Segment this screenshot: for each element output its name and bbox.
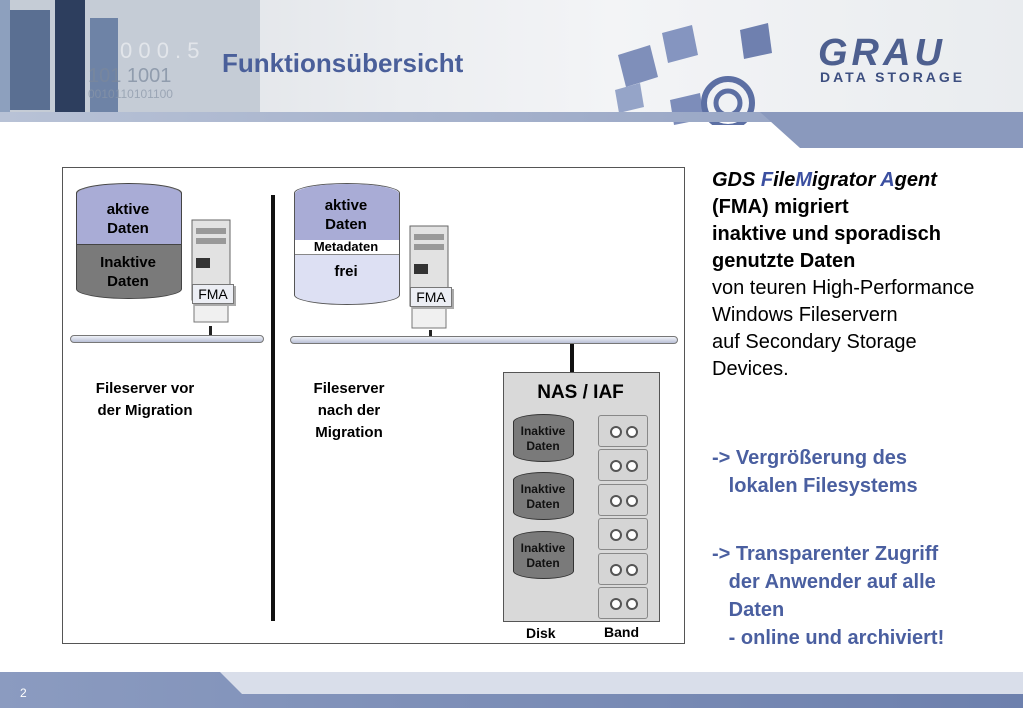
tape-icon [598,553,648,585]
text-line-3: inaktive und sporadisch [712,223,941,245]
label-aktive-daten-before: aktive Daten [106,201,150,237]
network-bar-before [70,335,264,343]
tape-icon [598,484,648,516]
network-bar-after [290,336,678,344]
fma-name-line: GDS FileMigrator Agent [712,167,1023,194]
logo-grau: GRAU [818,32,946,74]
text-gent: gent [894,169,937,191]
svg-text:0 0 0 . 5: 0 0 0 . 5 [120,38,200,63]
active-segment [77,184,181,245]
disk-cylinder-2 [513,472,574,520]
logo-subtitle: DATA STORAGE [820,69,966,85]
text-line-8: Devices. [712,358,789,380]
fma-label-after: FMA [410,287,452,307]
text-f: F [760,169,774,191]
label-metadaten: Metadaten [313,239,379,254]
nas-connector [570,344,574,372]
metadaten-segment [295,240,399,255]
text-line-4: genutzte Daten [712,250,856,272]
header-accent [760,112,1023,148]
text-m: M [795,169,813,191]
tape-icon [598,587,648,619]
description-text: GDS FileMigrator Agent (FMA) migriert in… [712,167,1023,383]
page-number: 2 [20,686,27,700]
nas-title: NAS / IAF [537,382,624,403]
disk-label-2: Inaktive Daten [520,482,566,511]
svg-text:0010110101100: 0010110101100 [88,87,173,101]
connector-before [209,326,212,338]
text-line-2: (FMA) migriert [712,196,849,218]
bullet-transparenter-zugriff: -> Transparenter Zugriff der Anwender au… [712,543,945,649]
text-igrator: igrator [812,169,881,191]
tape-icon [598,415,648,447]
server-icon-before [191,219,231,323]
disk-cylinder-1 [513,414,574,462]
fma-label-before: FMA [192,284,234,304]
disk-label-3: Inaktive Daten [520,541,566,570]
footer-accent [220,672,1023,694]
text-gds: GDS [712,169,761,191]
tape-icon [598,449,648,481]
text-line-6: Windows Fileservern [712,304,898,326]
disk-caption: Disk [526,625,556,641]
header-banner: 101 1001 0010110101100 0 0 0 . 5 [0,0,1023,125]
label-frei: frei [334,263,358,280]
divider-line [271,195,275,621]
disk-label-1: Inaktive Daten [520,424,566,453]
caption-after: Fileserver nach der Migration [313,380,385,441]
text-line-7: auf Secondary Storage [712,331,917,353]
label-aktive-daten-after: aktive Daten [324,197,368,233]
text-ile: ile [773,169,796,191]
server-icon-after [409,225,449,329]
tape-icon [598,518,648,550]
label-inaktive-daten-before: Inaktive Daten [100,254,156,290]
svg-text:101 1001: 101 1001 [88,65,171,87]
page-title: Funktionsübersicht [222,48,464,78]
caption-before: Fileserver vor der Migration [95,380,195,419]
connector-after [429,330,432,340]
cubes-graphic [615,23,772,125]
text-a: A [880,169,895,191]
disk-cylinder-3 [513,531,574,579]
header-stripe [0,112,1023,122]
server-room-image: 101 1001 0010110101100 0 0 0 . 5 [0,0,260,112]
band-caption: Band [604,624,639,640]
bullet-vergroesserung: -> Vergrößerung des lokalen Filesystems [712,447,918,497]
active-segment-after [295,184,399,241]
text-line-5: von teuren High-Performance [712,277,975,299]
